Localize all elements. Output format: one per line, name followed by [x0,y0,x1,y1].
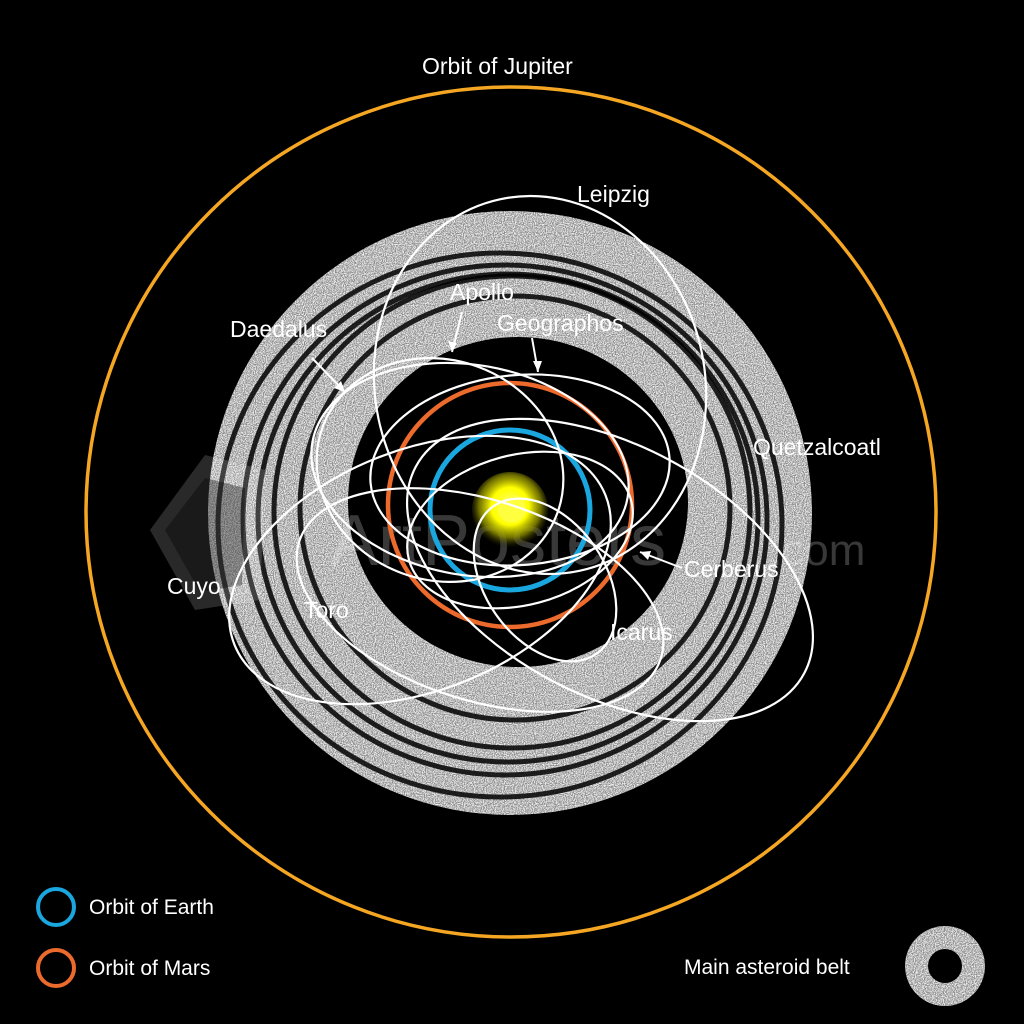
label-leipzig: Leipzig [577,181,650,207]
earth-orbit [427,427,593,593]
orbit-daedalus [315,357,565,583]
legend-earth-swatch [36,887,76,927]
orbit-icarus [472,497,618,663]
label-cuyo: Cuyo [167,573,221,599]
legend-mars-label: Orbit of Mars [89,957,210,980]
legend-belt-swatch [900,922,990,1012]
label-daedalus: Daedalus [230,316,327,342]
orbit-toro [295,487,665,713]
watermark: ArtPosters .com [150,455,865,610]
asteroid-orbits [228,194,815,723]
legend-earth-label: Orbit of Earth [89,896,214,919]
orbit-cuyo [228,434,612,706]
orbit-leipzig [372,194,708,576]
legend: Orbit of Earth Orbit of Mars Main astero… [36,887,990,1012]
title-orbit-of-jupiter: Orbit of Jupiter [422,53,573,79]
label-geographos: Geographos [497,310,624,336]
orbit-quetzalcoatl [405,417,815,723]
label-toro: Toro [304,597,349,623]
label-cerberus: Cerberus [684,556,779,582]
label-icarus: Icarus [610,619,673,645]
pointer-arrows [311,311,683,569]
jupiter-orbit [84,85,938,939]
label-quetzalcoatl: Quetzalcoatl [753,434,881,460]
watermark-suffix: .com [770,526,865,575]
legend-belt-label: Main asteroid belt [684,956,850,979]
orbit-cerberus [406,450,634,610]
orbit-apollo [310,361,630,579]
orbit-geographos [369,373,671,567]
legend-mars-swatch [36,948,76,988]
label-apollo: Apollo [450,279,514,305]
